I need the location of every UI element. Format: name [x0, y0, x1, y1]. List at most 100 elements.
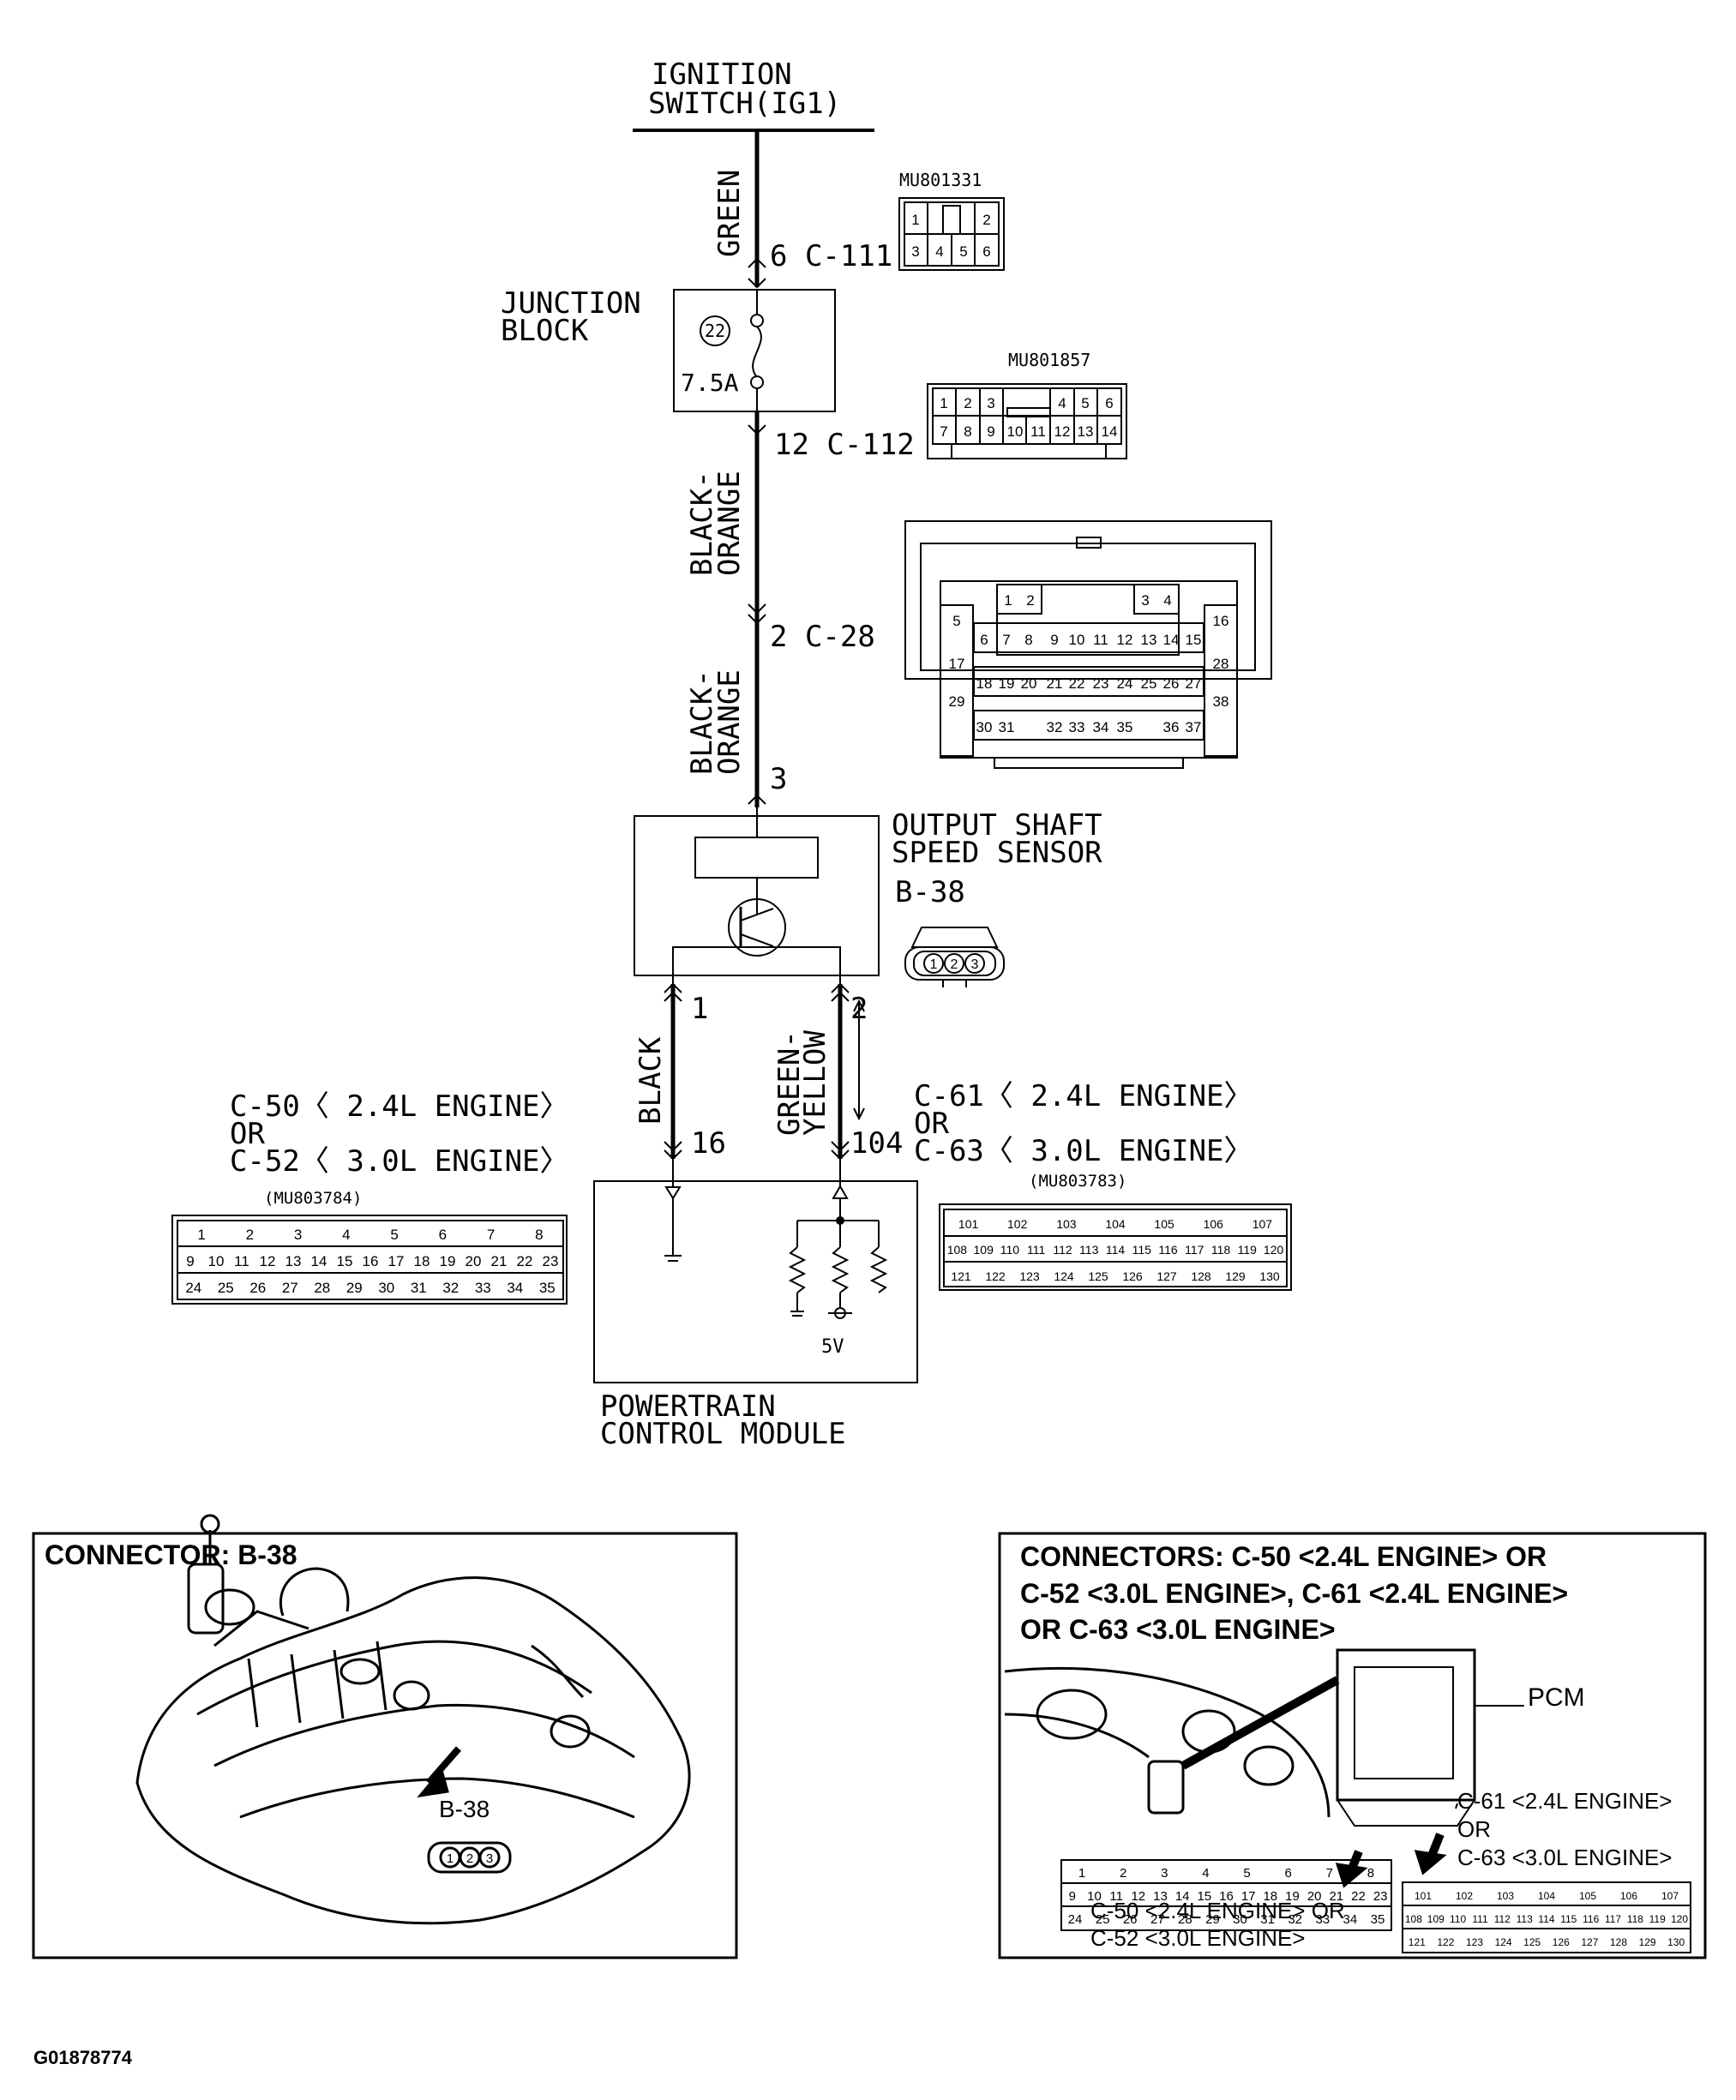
c61-pin: 104	[1105, 1217, 1126, 1231]
c112-pin: 12	[1054, 423, 1071, 440]
pcm-box	[593, 1180, 918, 1383]
c112-pin: 7	[940, 423, 947, 440]
c61-pin: 122	[985, 1269, 1006, 1283]
c50-pin: 30	[378, 1280, 394, 1296]
terminal-sensor-2: 2	[850, 992, 868, 1026]
left-connector-label-1: C-50〈 2.4L ENGINE〉	[230, 1089, 569, 1124]
c112-pin: 14	[1102, 423, 1118, 440]
terminal-c28: 2 C-28	[770, 620, 875, 654]
panel-c50-pin: 7	[1326, 1866, 1333, 1881]
panel-pcm-label: PCM	[1528, 1683, 1585, 1712]
pcm-label-2: CONTROL MODULE	[600, 1417, 846, 1451]
c112-pin: 8	[964, 423, 971, 440]
c61-pin: 115	[1132, 1243, 1152, 1257]
panel-c61-pin: 125	[1523, 1936, 1541, 1948]
c28-pin: 17	[949, 656, 965, 672]
right-connector-label-1: C-61〈 2.4L ENGINE〉	[914, 1079, 1253, 1113]
c50-pin: 25	[218, 1280, 234, 1296]
c28-pin: 24	[1117, 675, 1133, 692]
panel-c61-pin: 119	[1649, 1913, 1666, 1925]
panel-c50-pin: 29	[1205, 1912, 1220, 1927]
c28-pin: 21	[1047, 675, 1063, 692]
panel-c50-label-1: C-50 <2.4L ENGINE> OR	[1090, 1898, 1345, 1923]
right-connector-part: (MU803783)	[1029, 1172, 1126, 1191]
panel-c61-pin: 120	[1671, 1913, 1688, 1925]
c50-pin: 14	[311, 1253, 327, 1269]
panel-c61-pin: 108	[1405, 1913, 1422, 1925]
c61-pin: 101	[958, 1217, 979, 1231]
c50-pin: 35	[539, 1280, 556, 1296]
terminal-sensor-1: 1	[691, 992, 708, 1026]
terminal-pcm-16: 16	[691, 1126, 726, 1161]
c28-pin: 28	[1213, 656, 1229, 672]
c28-pin: 12	[1117, 632, 1133, 648]
c28-pin: 10	[1069, 632, 1085, 648]
panel-c61-pin: 109	[1427, 1913, 1445, 1925]
c61-pin: 113	[1079, 1243, 1099, 1257]
panel-c50-pin: 24	[1068, 1912, 1083, 1927]
c61-pin: 126	[1122, 1269, 1143, 1283]
c112-pin: 2	[964, 395, 971, 411]
c111-pin: 1	[911, 212, 919, 228]
panel-c61-pin: 122	[1437, 1936, 1454, 1948]
c50-pin: 21	[491, 1253, 508, 1269]
panel-c50-pin: 35	[1371, 1912, 1385, 1927]
resistor-2-icon	[831, 1246, 850, 1293]
c61-pin: 110	[1000, 1243, 1020, 1257]
panel-c61-label-2: OR	[1457, 1816, 1491, 1842]
c112-pin: 5	[1081, 395, 1089, 411]
c112-pin: 4	[1058, 395, 1066, 411]
panel-c61-pin: 126	[1553, 1936, 1570, 1948]
panel-c50-connector	[1060, 1859, 1392, 1931]
panel-c61-pin: 117	[1605, 1913, 1621, 1925]
junction-block-box	[673, 289, 836, 412]
c61-pin: 130	[1259, 1269, 1280, 1283]
panel-c50-pin: 14	[1175, 1889, 1190, 1904]
panel-c50-pin: 15	[1197, 1889, 1211, 1904]
panel-c61-pin: 123	[1466, 1936, 1483, 1948]
c112-pin: 10	[1007, 423, 1024, 440]
c50-pin: 29	[346, 1280, 363, 1296]
ignition-label-1: IGNITION	[652, 57, 792, 92]
c50-pin: 13	[285, 1253, 302, 1269]
fuse-terminal-top	[750, 314, 764, 327]
c61-pin: 124	[1054, 1269, 1074, 1283]
c50-pin: 34	[507, 1280, 523, 1296]
c28-pin: 19	[999, 675, 1015, 692]
c61-pin: 111	[1027, 1243, 1045, 1257]
panel-b38-frame	[32, 1532, 738, 1959]
c50-pin: 16	[363, 1253, 379, 1269]
c112-pin: 1	[940, 395, 947, 411]
panel-c50-pin: 18	[1263, 1889, 1277, 1904]
c112-part-number: MU801857	[1008, 350, 1090, 370]
wire-label-black-orange-bottom-2: ORANGE	[712, 669, 747, 775]
c50-pin: 28	[314, 1280, 330, 1296]
panel-c50-pin: 6	[1285, 1866, 1292, 1881]
c28-pin: 3	[1141, 592, 1149, 609]
wire-label-black: BLACK	[634, 1036, 668, 1125]
c50-pin: 4	[342, 1227, 350, 1243]
right-connector-label-3: C-63〈 3.0L ENGINE〉	[914, 1134, 1253, 1168]
panel-b38-connector-icon	[427, 1841, 512, 1874]
c50-pin: 17	[388, 1253, 405, 1269]
panel-c61-pin: 114	[1538, 1913, 1554, 1925]
b38-pin: 3	[971, 957, 979, 972]
c28-pin: 27	[1186, 675, 1202, 692]
c50-pin: 26	[249, 1280, 266, 1296]
panel-b38-title: CONNECTOR: B-38	[45, 1539, 297, 1570]
c50-pin: 2	[246, 1227, 254, 1243]
c111-part-number: MU801331	[899, 170, 982, 190]
panel-c50-pin: 34	[1343, 1912, 1358, 1927]
connector-c50	[171, 1215, 568, 1305]
panel-b38-callout: B-38	[439, 1796, 490, 1822]
figure-id: G01878774	[33, 2047, 133, 2068]
c28-pin: 22	[1069, 675, 1085, 692]
panel-c50-pin: 33	[1315, 1912, 1330, 1927]
panel-c61-pin: 130	[1667, 1936, 1685, 1948]
fuse-number-circle	[700, 315, 730, 346]
c28-pin: 20	[1021, 675, 1037, 692]
panel-c61-pin: 101	[1415, 1890, 1432, 1902]
c61-pin: 116	[1158, 1243, 1178, 1257]
panel-c61-pin: 116	[1583, 1913, 1599, 1925]
